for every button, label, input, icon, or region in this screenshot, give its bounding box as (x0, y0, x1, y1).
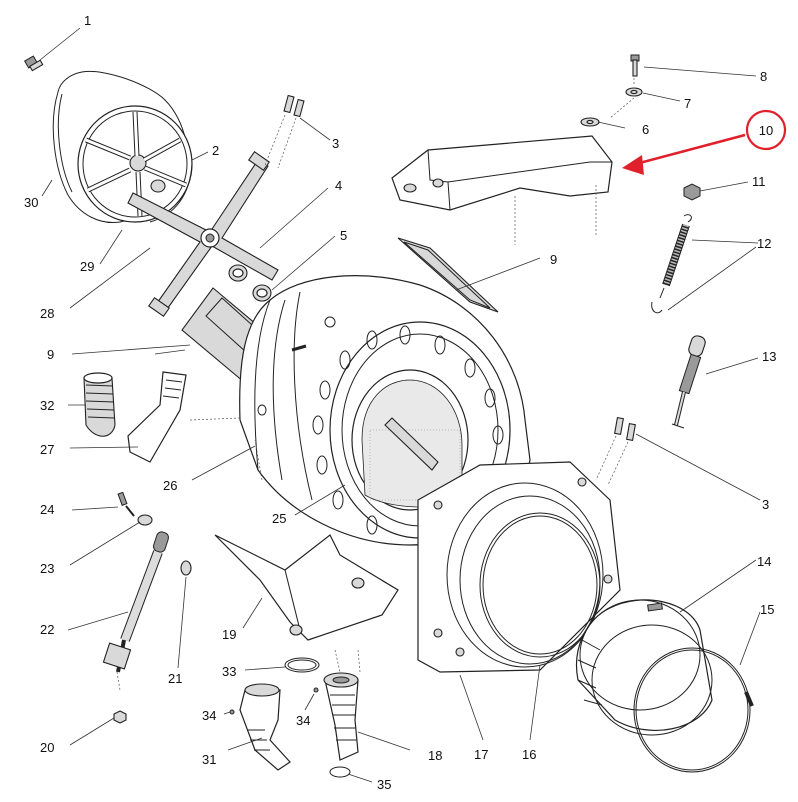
label-1: 1 (84, 13, 91, 28)
part-15-clamp (633, 647, 754, 773)
label-13: 13 (762, 349, 776, 364)
part-9-gasket-right (397, 237, 499, 313)
part-35-clamp (329, 766, 351, 778)
part-17-front-tub (417, 461, 621, 673)
part-20-nut (113, 710, 127, 724)
label-24: 24 (40, 502, 54, 517)
part-3-bolts-top (264, 94, 305, 169)
label-9-left: 9 (47, 347, 54, 362)
callout-labels: 1 2 3 3 4 5 6 7 8 9 9 11 12 13 14 15 16 … (24, 13, 776, 792)
part-14-door-gasket (576, 599, 713, 736)
part-31-hose (239, 683, 291, 771)
part-28-spider (127, 150, 279, 318)
label-28: 28 (40, 306, 54, 321)
highlight-arrow (631, 133, 746, 167)
label-22: 22 (40, 622, 54, 637)
label-14: 14 (757, 554, 771, 569)
label-32: 32 (40, 398, 54, 413)
label-33: 33 (222, 664, 236, 679)
label-29: 29 (80, 259, 94, 274)
part-33-clamp (284, 657, 320, 673)
label-5: 5 (340, 228, 347, 243)
part-34-clip-left (229, 709, 235, 715)
label-16: 16 (522, 747, 536, 762)
part-12-spring (651, 214, 692, 314)
part-27-hose (127, 371, 187, 463)
label-6: 6 (642, 122, 649, 137)
label-4: 4 (335, 178, 342, 193)
label-3-top: 3 (332, 136, 339, 151)
part-5-bearing (252, 284, 272, 302)
label-21: 21 (168, 671, 182, 686)
part-6-washer (580, 117, 600, 127)
part-24-pin (117, 491, 135, 517)
label-27: 27 (40, 442, 54, 457)
part-13-absorber (671, 335, 706, 429)
part-8-bolt (630, 54, 640, 77)
label-2: 2 (212, 143, 219, 158)
part-25-inner-drum (351, 369, 469, 511)
part-11-nut (683, 183, 701, 201)
label-31: 31 (202, 752, 216, 767)
label-23: 23 (40, 561, 54, 576)
part-1-screw (23, 55, 44, 72)
label-10: 10 (759, 123, 773, 138)
highlight-circle (745, 109, 787, 151)
label-34-left: 34 (202, 708, 216, 723)
label-15: 15 (760, 602, 774, 617)
label-18: 18 (428, 748, 442, 763)
part-34-clip-right (313, 687, 319, 693)
part-29-pulley (77, 105, 193, 223)
label-19: 19 (222, 627, 236, 642)
label-7: 7 (684, 96, 691, 111)
part-4-bearing (228, 264, 248, 282)
label-3-right: 3 (762, 497, 769, 512)
part-32-hose (83, 372, 116, 437)
part-19-shield (214, 534, 399, 641)
label-9-right: 9 (550, 252, 557, 267)
highlight-callout-10 (622, 109, 787, 175)
part-22-damper (102, 531, 169, 691)
label-17: 17 (474, 747, 488, 762)
tub-holes (257, 316, 504, 535)
label-30: 30 (24, 195, 38, 210)
label-20: 20 (40, 740, 54, 755)
label-25: 25 (272, 511, 286, 526)
part-23-washer (137, 514, 153, 526)
highlight-arrow-head (622, 155, 644, 175)
label-35: 35 (377, 777, 391, 792)
label-34-right: 34 (296, 713, 310, 728)
part-7-washer (625, 87, 643, 97)
part-18-hose (323, 649, 361, 761)
label-12: 12 (757, 236, 771, 251)
part-10-counterweight (391, 135, 613, 245)
label-11: 11 (752, 174, 766, 189)
leader-lines (39, 27, 761, 783)
label-8: 8 (760, 69, 767, 84)
part-21-bush (180, 560, 192, 576)
part-16-tub-seal (479, 512, 601, 658)
part-3-bolts-right (595, 416, 636, 486)
label-26: 26 (163, 478, 177, 493)
